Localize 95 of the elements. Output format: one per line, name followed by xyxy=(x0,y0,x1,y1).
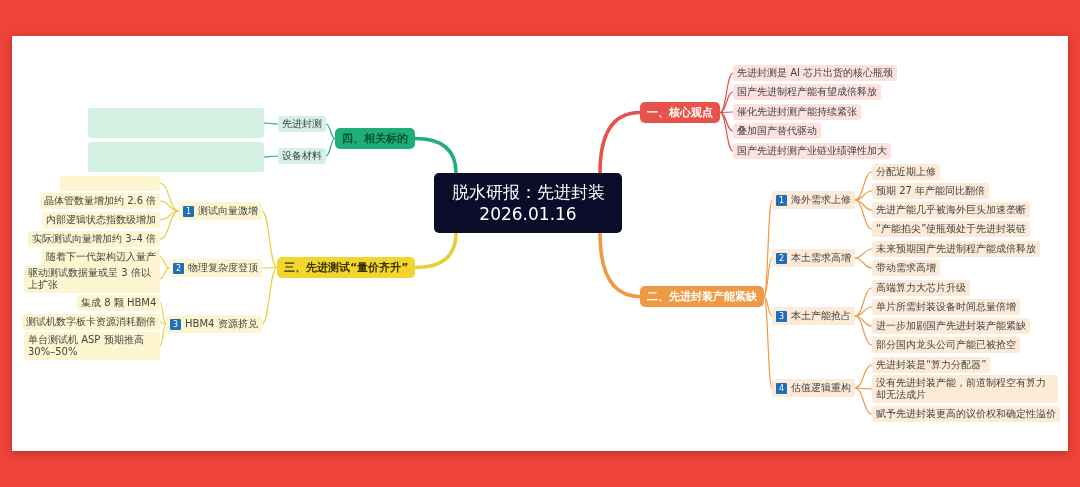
point-box: 随着下一代架构迈入量产 xyxy=(42,249,160,265)
connector xyxy=(854,387,873,390)
connector xyxy=(261,266,278,325)
blank-box xyxy=(88,108,264,138)
connector xyxy=(159,267,170,280)
blank-box xyxy=(88,142,264,172)
point-box: 部分国内龙头公司产能已被抢空 xyxy=(872,337,1020,353)
point-box: 先进产能几乎被海外巨头加速垄断 xyxy=(872,202,1030,218)
subtopic-label: HBM4 资源挤兑 xyxy=(185,317,258,331)
connector xyxy=(159,256,170,269)
point-box: 带动需求高增 xyxy=(872,260,940,276)
connector xyxy=(763,257,773,298)
point-box: 集成 8 颗 HBM4 xyxy=(77,295,161,311)
connector xyxy=(159,182,180,212)
point-box: 单台测试机 ASP 预期推高 30%–50% xyxy=(24,332,160,360)
connector xyxy=(598,232,641,299)
connector xyxy=(763,199,773,298)
point-box: 实际测试向量增加约 3–4 倍 xyxy=(28,231,161,247)
connector xyxy=(263,155,279,158)
branch-box: 一、核心观点 xyxy=(640,101,720,123)
connector xyxy=(854,315,873,346)
connector xyxy=(854,257,873,269)
connector xyxy=(854,248,873,259)
connector xyxy=(261,266,278,269)
number-badge: 1 xyxy=(183,205,194,217)
number-badge: 3 xyxy=(776,310,787,322)
point-box: 先进封测是 AI 芯片出货的核心瓶颈 xyxy=(733,65,898,81)
connector xyxy=(854,306,873,317)
subtopic-box xyxy=(772,249,855,267)
point-box: 叠加国产替代驱动 xyxy=(733,123,821,139)
point-box: 进一步加剧国产先进封装产能紧缺 xyxy=(872,318,1030,334)
connector xyxy=(719,91,734,114)
subtopic-label: 物理复杂度登顶 xyxy=(188,261,258,275)
point-box: 内部逻辑状态指数级增加 xyxy=(42,212,160,228)
point-box: 测试机数字板卡资源消耗翻倍 xyxy=(22,314,160,330)
point-box: 预期 27 年产能同比翻倍 xyxy=(872,183,990,199)
subtopic-box xyxy=(179,202,262,220)
point-box: 国产先进制程产能有望成倍释放 xyxy=(733,84,881,100)
point-box: 国产先进封测产业链业绩弹性加大 xyxy=(733,143,891,159)
connector xyxy=(325,137,336,157)
connector xyxy=(263,122,279,125)
connector xyxy=(854,190,873,201)
connector xyxy=(719,111,734,152)
subtopic-label: 海外需求上修 xyxy=(791,193,851,207)
subtopic-box xyxy=(169,259,262,277)
connector xyxy=(763,295,773,317)
connector xyxy=(159,210,180,240)
connector xyxy=(159,200,180,212)
point-box: 驱动测试数据量或呈 3 倍以上扩张 xyxy=(24,265,160,293)
connector xyxy=(854,199,873,230)
connector xyxy=(719,111,734,114)
point-box: 晶体管数量增加约 2.6 倍 xyxy=(40,193,161,209)
point-box: 赋予先进封装更高的议价权和确定性溢价 xyxy=(872,406,1060,422)
connector xyxy=(414,232,458,270)
connector xyxy=(854,287,873,317)
central-topic-box: 脱水研报：先进封装 2026.01.16 xyxy=(434,173,622,234)
point-box: 先进封装是“算力分配器” xyxy=(872,357,991,373)
point-box: 单片所需封装设备时间总量倍增 xyxy=(872,299,1020,315)
connector xyxy=(854,387,873,415)
point-box: “产能掐尖”使瓶颈处于先进封装链 xyxy=(872,221,1031,237)
connector xyxy=(763,295,773,389)
connector xyxy=(719,111,734,132)
branch-box: 二、先进封装产能紧缺 xyxy=(640,285,764,307)
point-box: 分配近期上修 xyxy=(872,164,940,180)
subtopic-box xyxy=(772,379,855,397)
subtopic-label: 测试向量激增 xyxy=(198,204,258,218)
point-box: 先进封测 xyxy=(278,116,326,132)
connector xyxy=(414,136,458,174)
connector xyxy=(854,364,873,389)
number-badge: 3 xyxy=(170,318,181,330)
number-badge: 1 xyxy=(776,194,787,206)
subtopic-label: 本土产能抢占 xyxy=(791,309,851,323)
subtopic-label: 本土需求高增 xyxy=(791,251,851,265)
point-box: 高端算力大芯片升级 xyxy=(872,280,970,296)
point-box: 没有先进封装产能，前道制程空有算力却无法成片 xyxy=(872,375,1058,403)
connector xyxy=(159,323,167,347)
connector xyxy=(159,302,167,325)
connector xyxy=(598,110,641,174)
connector xyxy=(261,210,278,269)
number-badge: 2 xyxy=(776,252,787,264)
branch-box: 四、相关标的 xyxy=(335,127,415,149)
branch-box: 三、先进测试“量价齐升” xyxy=(277,256,416,278)
number-badge: 2 xyxy=(173,262,184,274)
connector xyxy=(854,171,873,201)
subtopic-box xyxy=(772,191,855,209)
connector xyxy=(325,123,336,140)
connector xyxy=(719,72,734,114)
subtopic-box xyxy=(166,315,262,333)
point-box: 设备材料 xyxy=(278,148,326,164)
connector xyxy=(159,321,167,325)
point-box: 催化先进封测产能持续紧张 xyxy=(733,104,861,120)
point-box: 未来预期国产先进制程产能成倍释放 xyxy=(872,241,1040,257)
subtopic-label: 估值逻辑重构 xyxy=(791,381,851,395)
number-badge: 4 xyxy=(776,382,787,394)
subtopic-box xyxy=(772,307,855,325)
